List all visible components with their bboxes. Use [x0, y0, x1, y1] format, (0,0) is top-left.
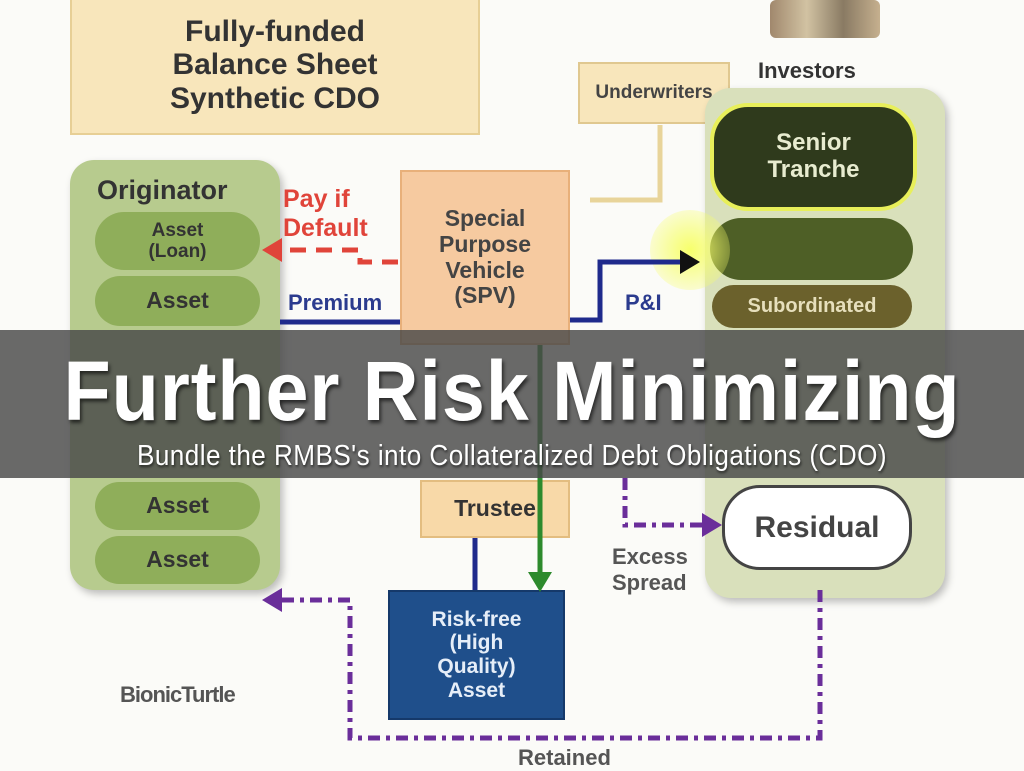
- excess-arrow: [622, 478, 710, 528]
- premium-label: Premium: [288, 290, 383, 315]
- risk-free-asset-box: Risk-free (High Quality) Asset: [388, 590, 565, 720]
- pay-if-default-label: Pay if Default: [283, 185, 368, 242]
- arrowhead-excess: [702, 513, 722, 537]
- mezzanine-tranche: [710, 218, 913, 280]
- arrowhead-pi: [680, 250, 700, 274]
- bionic-turtle-logo: BionicTurtle: [120, 682, 236, 707]
- highlight-glow: [650, 210, 730, 290]
- excess-spread-label: Excess Spread: [612, 544, 688, 596]
- asset-3: Asset: [95, 482, 260, 530]
- asset-loan: Asset (Loan): [95, 212, 260, 270]
- retained-loop: [275, 590, 823, 741]
- originator-label: Originator: [97, 175, 228, 205]
- underwriter-line: [590, 125, 663, 203]
- spv-box: Special Purpose Vehicle (SPV): [400, 170, 570, 345]
- arrowhead-green: [528, 572, 552, 592]
- asset-4: Asset: [95, 536, 260, 584]
- title-overlay-band: [0, 330, 1024, 478]
- trustee-box: Trustee: [420, 480, 570, 538]
- slide-subtitle: Bundle the RMBS's into Collateralized De…: [136, 440, 888, 472]
- arrowhead-red: [262, 238, 282, 262]
- asset-2: Asset: [95, 276, 260, 326]
- subordinated-tranche: Subordinated: [712, 285, 912, 328]
- arrowhead-retained: [262, 588, 282, 612]
- slide-title: Further Risk Minimizing: [63, 344, 961, 438]
- investors-label: Investors: [758, 58, 856, 83]
- title-box: Fully-funded Balance Sheet Synthetic CDO: [70, 0, 480, 135]
- default-arrow: [275, 247, 398, 265]
- investors-image: [770, 0, 880, 38]
- senior-tranche: Senior Tranche: [710, 103, 917, 211]
- retained-label: Retained: [518, 745, 611, 770]
- p-and-i-arrow: [570, 259, 690, 323]
- p-and-i-label: P&I: [625, 290, 662, 315]
- residual-tranche: Residual: [722, 485, 912, 570]
